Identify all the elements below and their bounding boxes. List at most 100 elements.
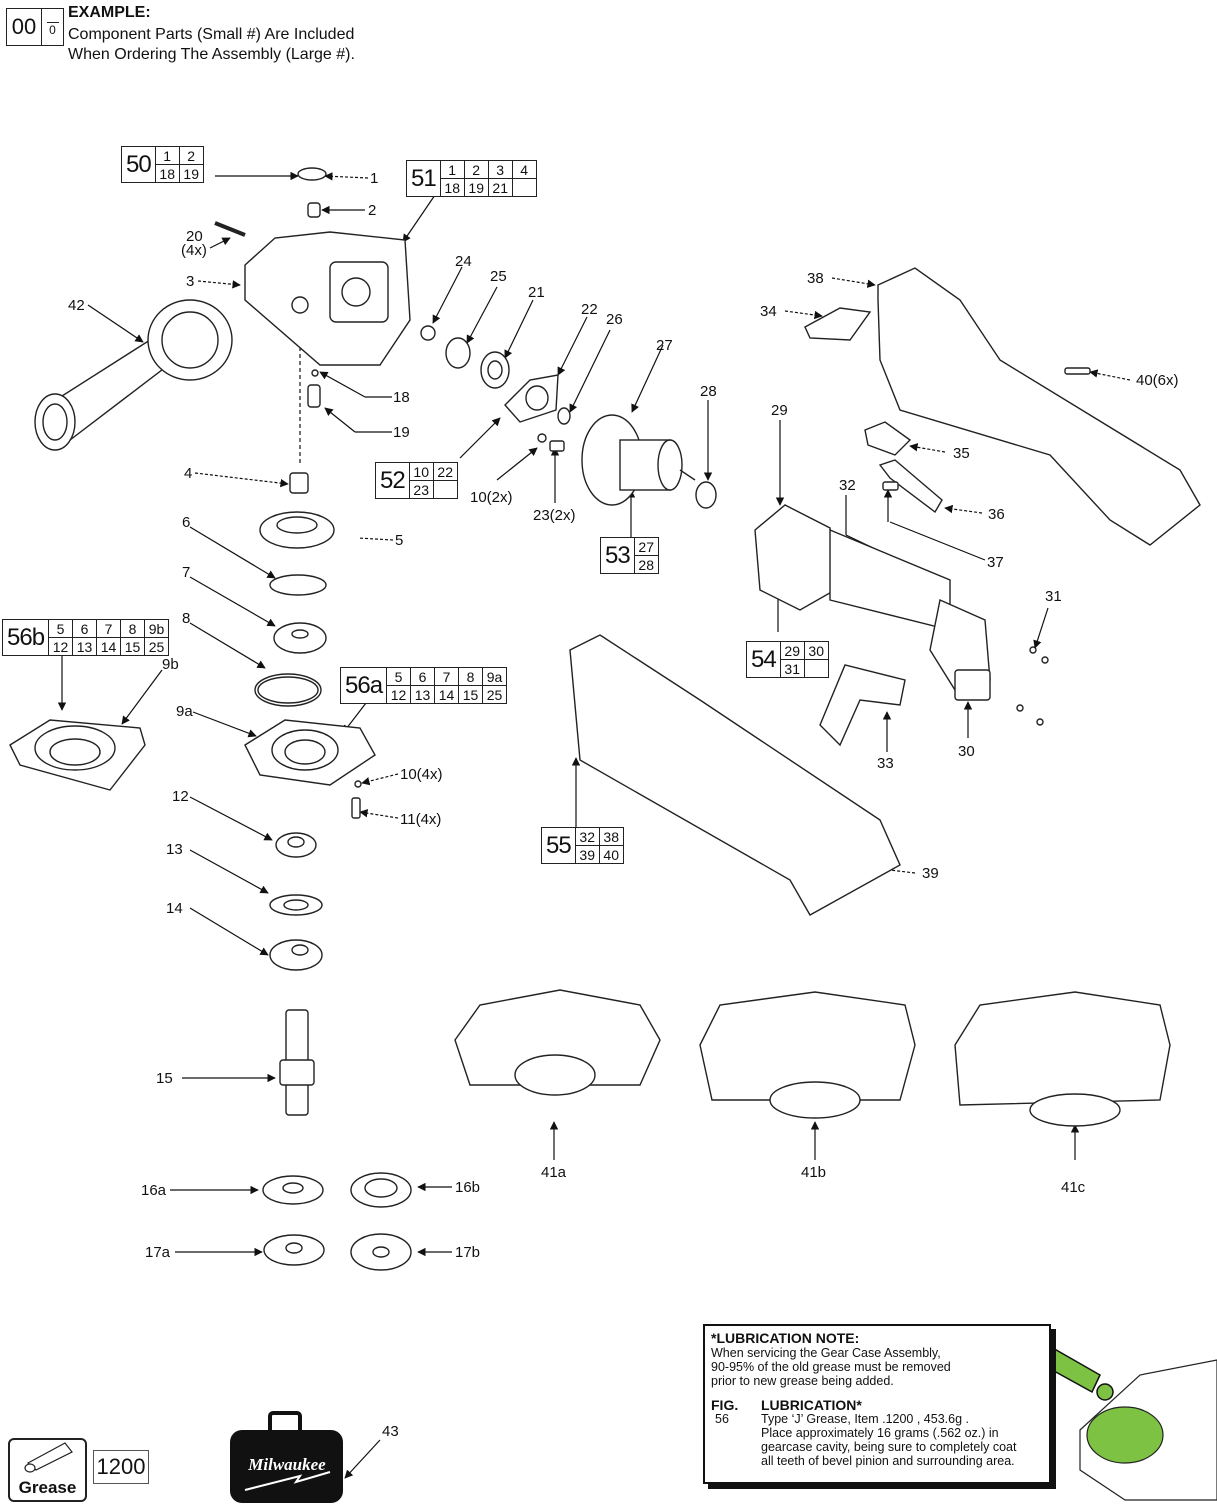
part-label-28: 28 [700, 383, 717, 400]
part-36-lever [878, 459, 943, 514]
part-label-19: 19 [393, 424, 410, 441]
lubrication-line: all teeth of bevel pinion and surroundin… [761, 1454, 1015, 1468]
case-brand-text: Milwaukee [247, 1455, 326, 1474]
part-label-33: 33 [877, 755, 894, 772]
part-label-3: 3 [186, 273, 195, 290]
part-label-7: 7 [182, 564, 191, 581]
lubrication-note-box: *LUBRICATION NOTE: When servicing the Ge… [703, 1324, 1051, 1484]
assembly-component-cell: 9a [482, 668, 507, 686]
part-label-36: 36 [988, 506, 1005, 523]
example-big-number: 00 [7, 9, 42, 45]
part-label-34: 34 [760, 303, 777, 320]
part-label-30: 30 [958, 743, 975, 760]
assembly-number: 53 [601, 538, 635, 573]
assembly-component-cell: 14 [434, 685, 460, 703]
example-line-2: When Ordering The Assembly (Large #). [68, 46, 355, 63]
assembly-number: 56a [341, 668, 388, 703]
part-label-17b: 17b [455, 1244, 481, 1261]
assembly-component-cell: 19 [178, 164, 203, 182]
lubrication-note-line: prior to new grease being added. [711, 1374, 894, 1388]
part-label-21: 21 [528, 284, 545, 301]
assembly-component-cell: 29 [780, 642, 805, 660]
part-label-18: 18 [393, 389, 410, 406]
part-label-20-qty: (4x) [181, 242, 207, 259]
part-41b-guard [699, 991, 916, 1101]
assembly-component-cell [511, 178, 536, 196]
part-label-37: 37 [987, 554, 1004, 571]
assembly-number: 51 [407, 161, 441, 196]
assembly-component-cell: 30 [803, 642, 828, 660]
assembly-component-cell: 25 [144, 637, 169, 655]
assembly-component-cell: 18 [440, 178, 465, 196]
part-label-13: 13 [166, 841, 183, 858]
carrying-case-icon: Milwaukee [230, 1411, 343, 1503]
part-label-10-2x: 10(2x) [470, 489, 513, 506]
example-line-1: Component Parts (Small #) Are Included [68, 26, 355, 43]
part-41a-guard [454, 989, 661, 1086]
assembly-component-cell: 23 [409, 480, 434, 498]
part-label-27: 27 [656, 337, 673, 354]
part-label-14: 14 [166, 900, 183, 917]
part-label-42: 42 [68, 297, 85, 314]
part-label-4: 4 [184, 465, 193, 482]
part-label-41c: 41c [1061, 1179, 1086, 1196]
assembly-number: 52 [376, 463, 410, 498]
lubrication-line: Place approximately 16 grams (.562 oz.) … [761, 1426, 999, 1440]
assembly-component-cell: 22 [432, 463, 457, 481]
part-label-39: 39 [922, 865, 939, 882]
assembly-number: 56b [3, 620, 50, 655]
lubrication-note-line: When servicing the Gear Case Assembly, [711, 1346, 941, 1360]
assembly-component-cell: 5 [49, 620, 74, 638]
grease-tube-icon [24, 1442, 73, 1473]
assembly-component-cell: 13 [72, 637, 98, 655]
part-label-16b: 16b [455, 1179, 481, 1196]
part-label-24: 24 [455, 253, 472, 270]
part-label-29: 29 [771, 402, 788, 419]
assembly-component-cell: 2 [463, 161, 489, 179]
grease-label: Grease [18, 1478, 77, 1497]
assembly-component-cell: 6 [410, 668, 436, 686]
part-38-housing-half [877, 267, 1201, 546]
assembly-component-cell: 39 [575, 845, 600, 863]
assembly-component-cell: 10 [409, 463, 434, 481]
part-label-40: 40(6x) [1136, 372, 1179, 389]
part-label-12: 12 [172, 788, 189, 805]
assembly-component-cell: 15 [120, 637, 146, 655]
assembly-component-cell: 18 [155, 164, 180, 182]
part-label-32: 32 [839, 477, 856, 494]
part-34-badge [804, 307, 872, 341]
part-label-41a: 41a [541, 1164, 567, 1181]
assembly-component-cell: 8 [120, 620, 146, 638]
assembly-component-cell: 1 [155, 147, 180, 165]
part-label-10-4x: 10(4x) [400, 766, 443, 783]
assembly-component-cell [432, 480, 457, 498]
grease-icon-box: Grease [8, 1438, 87, 1502]
lubrication-heading: LUBRICATION* [761, 1397, 862, 1413]
assembly-component-cell: 15 [458, 685, 484, 703]
assembly-component-cell: 12 [387, 685, 412, 703]
assembly-component-cell: 21 [487, 178, 513, 196]
part-29-stator [754, 504, 991, 691]
part-label-26: 26 [606, 311, 623, 328]
lubrication-line: gearcase cavity, being sure to completel… [761, 1440, 1017, 1454]
assembly-53-box: 53 27 28 [600, 537, 659, 574]
part-27-armature [581, 414, 696, 506]
fig-number: 56 [715, 1412, 729, 1426]
example-title: EXAMPLE: [68, 4, 151, 21]
grease-item-number: 1200 [93, 1450, 149, 1484]
part-label-15: 15 [156, 1070, 173, 1087]
assembly-component-cell: 40 [598, 845, 623, 863]
part-42-side-handle [34, 299, 233, 451]
assembly-component-cell [803, 659, 828, 677]
assembly-number: 50 [122, 147, 156, 182]
assembly-component-cell: 13 [410, 685, 436, 703]
part-2-spring [307, 202, 321, 218]
lubrication-note-heading: *LUBRICATION NOTE: [711, 1330, 860, 1346]
part-1-button [297, 167, 327, 181]
part-30-switch [954, 669, 991, 701]
assembly-number: 54 [747, 642, 781, 677]
